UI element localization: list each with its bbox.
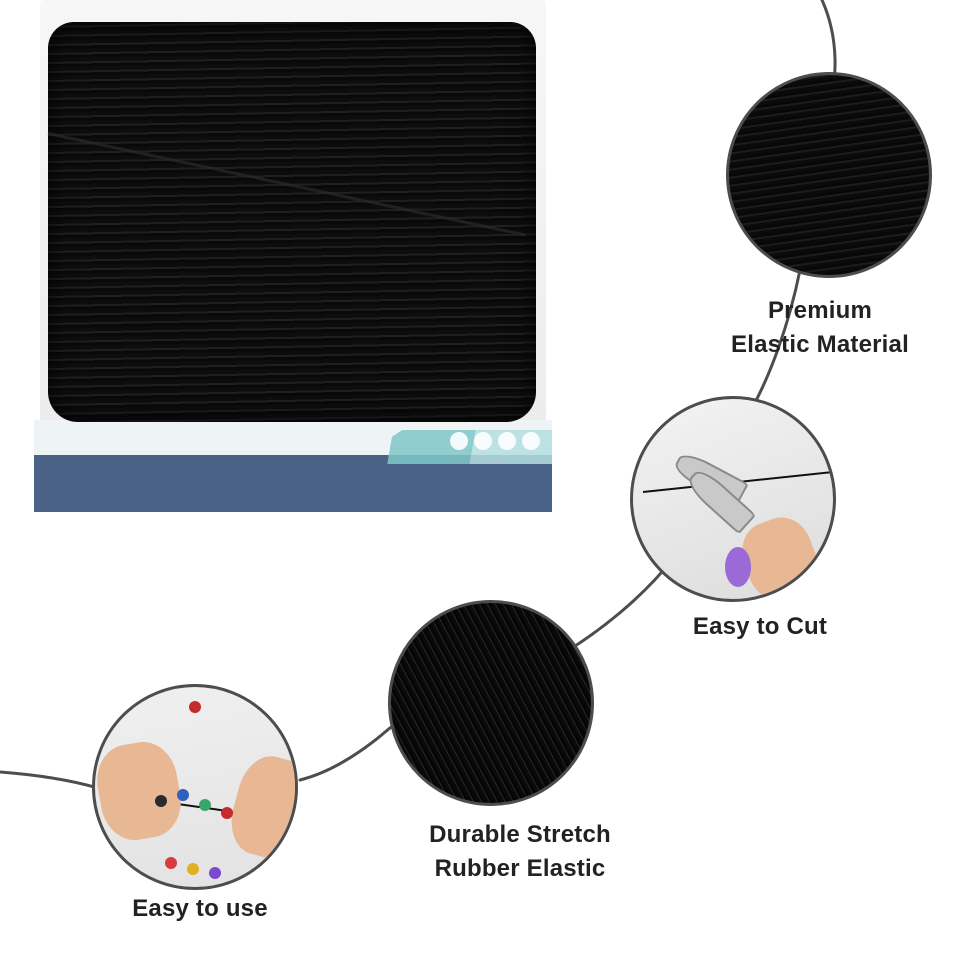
stretch-label-line1: Durable Stretch [429, 821, 611, 848]
easy-cut-circle [630, 396, 836, 602]
premium-label-line2: Elastic Material [731, 331, 909, 358]
spool-base-dots [450, 432, 540, 450]
easy-use-label: Easy to use [80, 892, 320, 926]
stretch-texture-circle [388, 600, 594, 806]
elastic-cord-spool-image [32, 0, 554, 512]
easy-use-label-line1: Easy to use [132, 895, 268, 922]
easy-cut-label-line1: Easy to Cut [692, 613, 828, 640]
premium-texture-circle [726, 72, 932, 278]
stretch-label: Durable Stretch Rubber Elastic [380, 818, 660, 886]
wound-black-cord [48, 22, 536, 422]
premium-label: Premium Elastic Material [700, 294, 940, 362]
spool-base-band [34, 455, 552, 512]
easy-use-circle [92, 684, 298, 890]
stretch-label-line2: Rubber Elastic [434, 855, 606, 882]
premium-label-line1: Premium [767, 297, 873, 324]
easy-cut-label: Easy to Cut [640, 610, 880, 644]
